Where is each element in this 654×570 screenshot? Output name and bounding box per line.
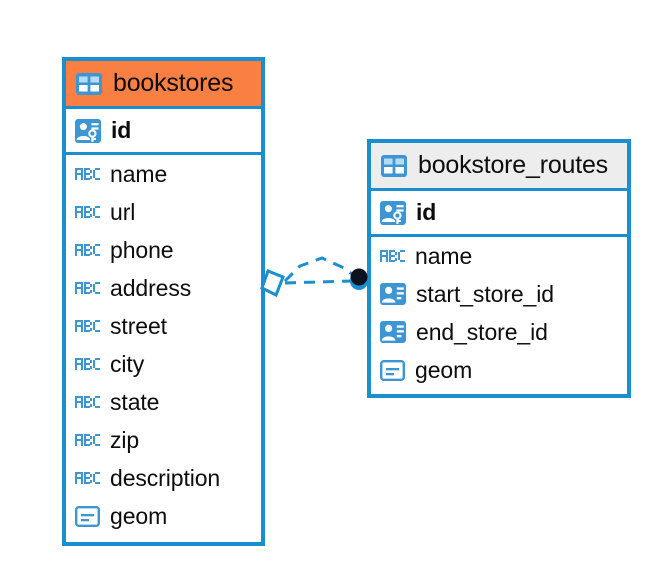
field-row-geom[interactable]: geom xyxy=(66,497,261,535)
field-label: phone xyxy=(110,236,174,263)
field-row-state[interactable]: state xyxy=(66,383,261,421)
entity-title: bookstores xyxy=(113,69,234,97)
geometry-icon xyxy=(380,359,406,381)
field-row-zip[interactable]: zip xyxy=(66,421,261,459)
field-label: name xyxy=(110,160,168,187)
abc-icon xyxy=(75,243,100,257)
table-icon xyxy=(381,154,407,177)
field-label: description xyxy=(110,464,221,491)
field-row-name[interactable]: name xyxy=(66,155,261,193)
field-label: url xyxy=(110,198,136,225)
field-row-primary-key[interactable]: id xyxy=(66,109,261,155)
abc-icon xyxy=(75,281,100,295)
entity-bookstores[interactable]: bookstores id xyxy=(62,57,265,546)
field-label: street xyxy=(110,312,167,339)
primary-key-icon xyxy=(380,200,406,225)
abc-icon xyxy=(75,433,100,447)
table-icon xyxy=(76,72,102,95)
field-row-name[interactable]: name xyxy=(371,237,627,275)
primary-key-icon xyxy=(75,118,101,143)
abc-icon xyxy=(75,471,100,485)
field-label-id: id xyxy=(416,199,437,225)
field-label: state xyxy=(110,388,160,415)
relationship-line-upper xyxy=(283,256,357,283)
relationship-target-halo xyxy=(350,272,368,290)
abc-icon xyxy=(75,167,100,181)
field-row-phone[interactable]: phone xyxy=(66,231,261,269)
field-row-end-store-id[interactable]: end_store_id xyxy=(371,313,627,351)
field-row-street[interactable]: street xyxy=(66,307,261,345)
field-label: geom xyxy=(110,502,168,529)
entity-bookstore-routes[interactable]: bookstore_routes id xyxy=(367,139,631,398)
abc-icon xyxy=(75,319,100,333)
foreign-key-icon xyxy=(380,283,406,305)
field-row-url[interactable]: url xyxy=(66,193,261,231)
abc-icon xyxy=(75,205,100,219)
field-label: end_store_id xyxy=(416,318,548,345)
field-label: name xyxy=(415,242,473,269)
field-row-description[interactable]: description xyxy=(66,459,261,497)
field-label: geom xyxy=(415,356,473,383)
entity-header-bookstores[interactable]: bookstores xyxy=(66,61,261,109)
field-row-start-store-id[interactable]: start_store_id xyxy=(371,275,627,313)
abc-icon xyxy=(75,395,100,409)
relationship-target-dot[interactable] xyxy=(350,268,368,286)
field-label: zip xyxy=(110,426,140,453)
field-row-geom[interactable]: geom xyxy=(371,351,627,389)
field-row-address[interactable]: address xyxy=(66,269,261,307)
field-label: city xyxy=(110,350,145,377)
field-label: address xyxy=(110,274,192,301)
entity-title: bookstore_routes xyxy=(418,151,608,179)
abc-icon xyxy=(380,249,405,263)
foreign-key-icon xyxy=(380,321,406,343)
field-label-id: id xyxy=(111,117,132,143)
field-row-primary-key[interactable]: id xyxy=(371,191,627,237)
abc-icon xyxy=(75,357,100,371)
relationship-line-lower xyxy=(284,279,353,285)
field-row-city[interactable]: city xyxy=(66,345,261,383)
geometry-icon xyxy=(75,505,101,527)
entity-header-bookstore-routes[interactable]: bookstore_routes xyxy=(371,143,627,191)
relationship-source-diamond[interactable] xyxy=(260,269,285,298)
field-label: start_store_id xyxy=(416,280,554,307)
